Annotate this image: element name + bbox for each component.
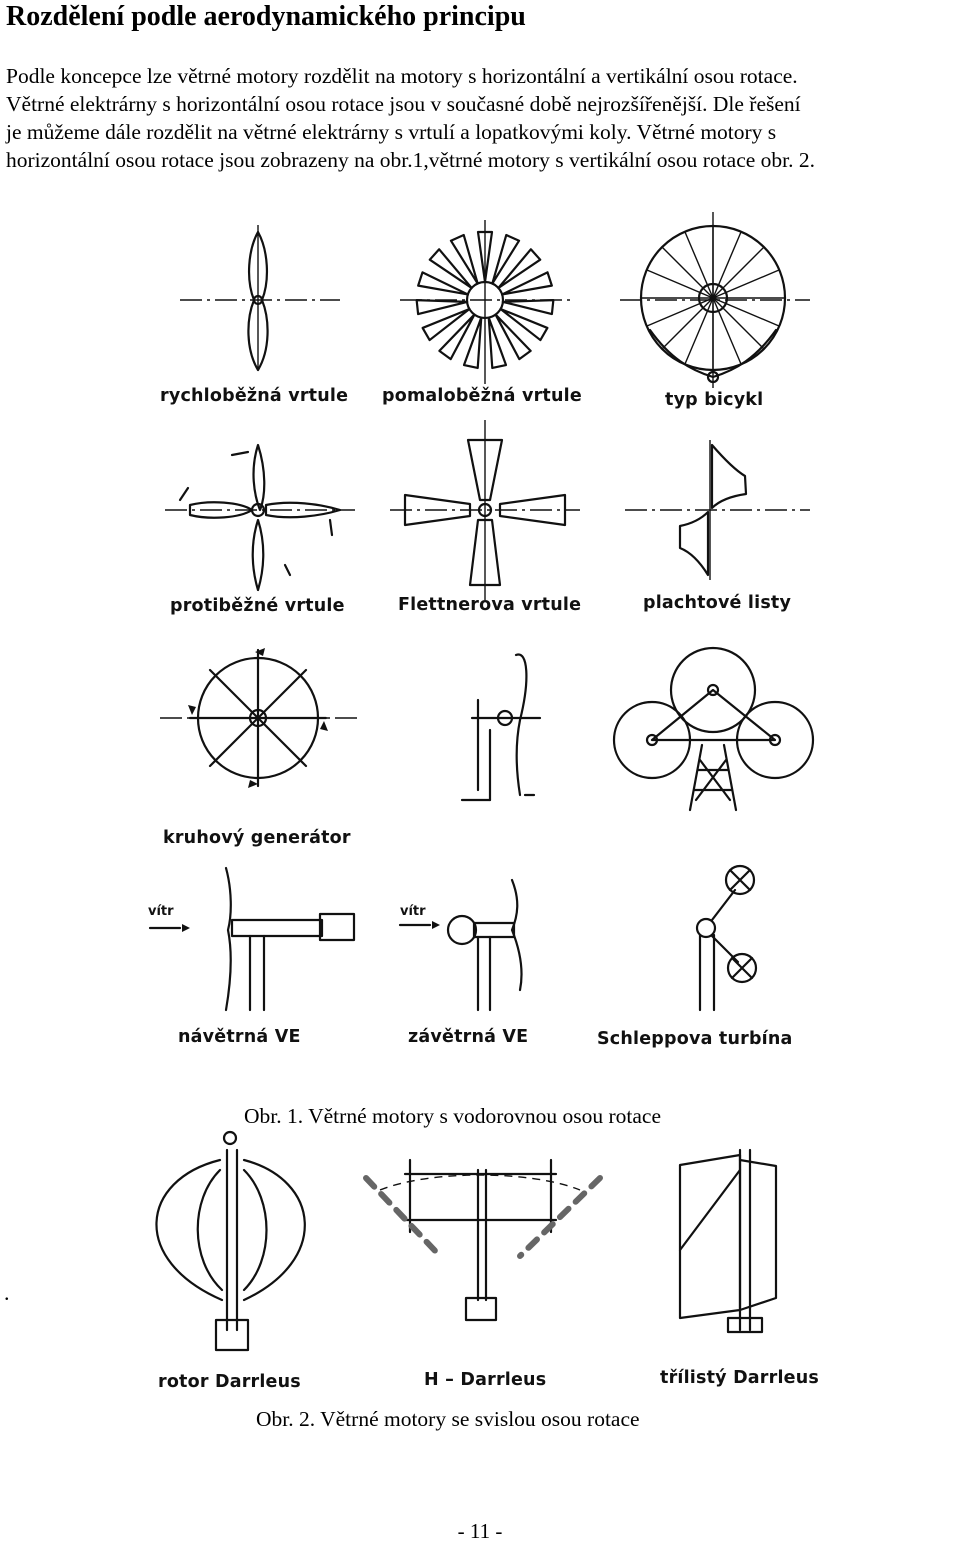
label-ring-generator: kruhový generátor [163, 828, 351, 848]
label-flettner: Flettnerova vrtule [398, 595, 581, 615]
flettner-propeller-drawing [390, 420, 580, 600]
label-wind-1: vítr [148, 904, 174, 919]
figure2-caption: Obr. 2. Větrné motory se svislou osou ro… [256, 1407, 640, 1432]
label-darrieus-rotor: rotor Darrleus [158, 1372, 301, 1392]
label-counter-rotating: protiběžné vrtule [170, 596, 345, 616]
label-sail-blades: plachtové listy [643, 593, 791, 613]
sail-blades-drawing [625, 440, 810, 580]
schlepp-turbine-drawing [697, 866, 756, 1010]
label-downwind: závětrná VE [408, 1027, 528, 1047]
figure1-caption: Obr. 1. Větrné motory s vodorovnou osou … [244, 1104, 661, 1129]
triple-rotor-tower-drawing [614, 648, 813, 810]
ring-generator-drawing [160, 648, 360, 788]
label-slow-propeller: pomaloběžná vrtule [382, 386, 582, 406]
label-bicycle-type: typ bicykl [665, 390, 763, 410]
label-fast-propeller: rychloběžná vrtule [160, 386, 348, 406]
slow-propeller-drawing [400, 220, 570, 384]
label-upwind: návětrná VE [178, 1027, 301, 1047]
label-schlepp-turbine: Schleppova turbína [597, 1029, 793, 1049]
three-blade-darrieus-drawing [680, 1150, 776, 1332]
downwind-tower-turbine-drawing [462, 654, 540, 800]
label-wind-2: vítr [400, 904, 426, 919]
label-h-darrieus: H – Darrleus [424, 1370, 546, 1390]
upwind-turbine-drawing [150, 868, 354, 1010]
stray-dot: . [4, 1280, 10, 1306]
page-number: - 11 - [0, 1519, 960, 1544]
counter-rotating-propellers-drawing [165, 445, 355, 590]
h-darrieus-drawing [366, 1160, 600, 1320]
darrieus-rotor-drawing [156, 1132, 304, 1350]
bicycle-wheel-drawing [620, 212, 810, 388]
label-three-blade-darrieus: třílistý Darrleus [660, 1368, 819, 1388]
downwind-turbine-drawing [400, 880, 522, 1010]
fast-propeller-drawing [180, 225, 340, 370]
